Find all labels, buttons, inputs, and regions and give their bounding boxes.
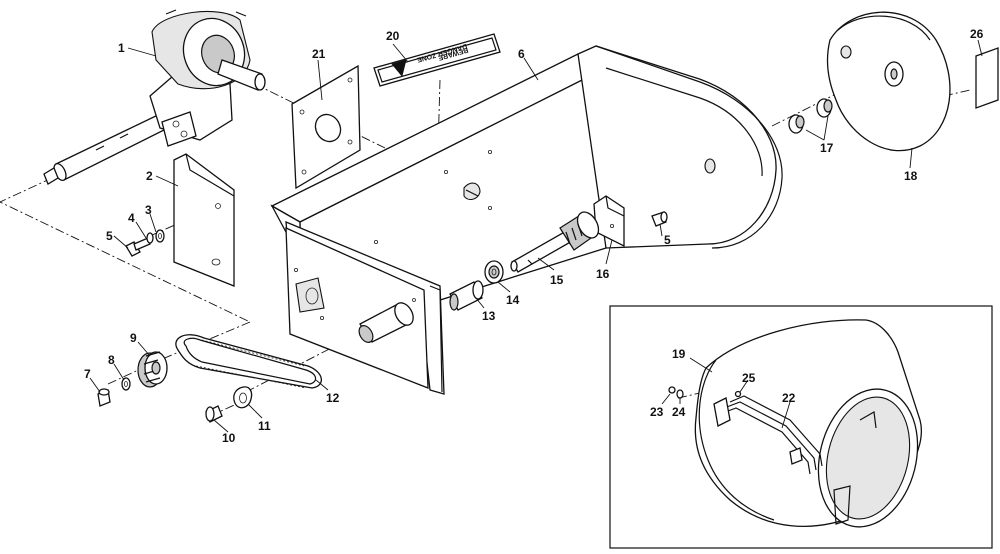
callout-21: 21 [312, 47, 326, 61]
callout-5-left: 5 [106, 229, 113, 243]
callout-1: 1 [118, 41, 125, 55]
callout-24: 24 [672, 405, 686, 419]
callout-3: 3 [145, 203, 152, 217]
callout-18: 18 [904, 169, 918, 183]
washer [121, 377, 131, 391]
callout-2: 2 [146, 169, 153, 183]
callout-25: 25 [742, 371, 756, 385]
callout-11: 11 [258, 419, 271, 433]
main-frame-housing [270, 45, 783, 395]
callout-22: 22 [782, 391, 796, 405]
bushing [449, 280, 484, 311]
set-screw [97, 388, 111, 407]
callout-12: 12 [326, 391, 340, 405]
callout-16: 16 [596, 267, 610, 281]
callout-26: 26 [970, 27, 984, 41]
callout-10: 10 [222, 431, 236, 445]
leader-lines [89, 39, 983, 433]
callout-15: 15 [550, 273, 564, 287]
callout-9: 9 [130, 331, 137, 345]
callout-labels: 1 2 3 4 5 6 7 8 9 10 11 12 13 14 15 16 5… [84, 27, 984, 445]
callout-8: 8 [108, 353, 115, 367]
pulley-shaft [510, 211, 600, 273]
screw-bottom [205, 405, 223, 423]
callout-20: 20 [386, 29, 400, 43]
bracket-plate [173, 153, 235, 287]
callout-17: 17 [820, 141, 834, 155]
gearbox-motor [43, 9, 266, 185]
bearing [484, 260, 504, 284]
callout-13: 13 [482, 309, 496, 323]
inset-detail [609, 305, 993, 549]
callout-5-right: 5 [664, 233, 671, 247]
screw-washer-set-left [125, 229, 165, 257]
callout-7: 7 [84, 367, 91, 381]
snap-ring [233, 386, 253, 409]
screw-right [651, 211, 668, 227]
callout-6: 6 [518, 47, 525, 61]
drive-pulley [137, 351, 168, 388]
callout-23: 23 [650, 405, 664, 419]
gasket-plate [291, 64, 361, 190]
disc-cover [826, 11, 951, 152]
callout-4: 4 [128, 211, 135, 225]
toothed-belt [175, 334, 322, 389]
callout-14: 14 [506, 293, 520, 307]
spacer-pair [788, 98, 833, 134]
callout-19: 19 [672, 347, 686, 361]
label-plate [975, 47, 999, 109]
